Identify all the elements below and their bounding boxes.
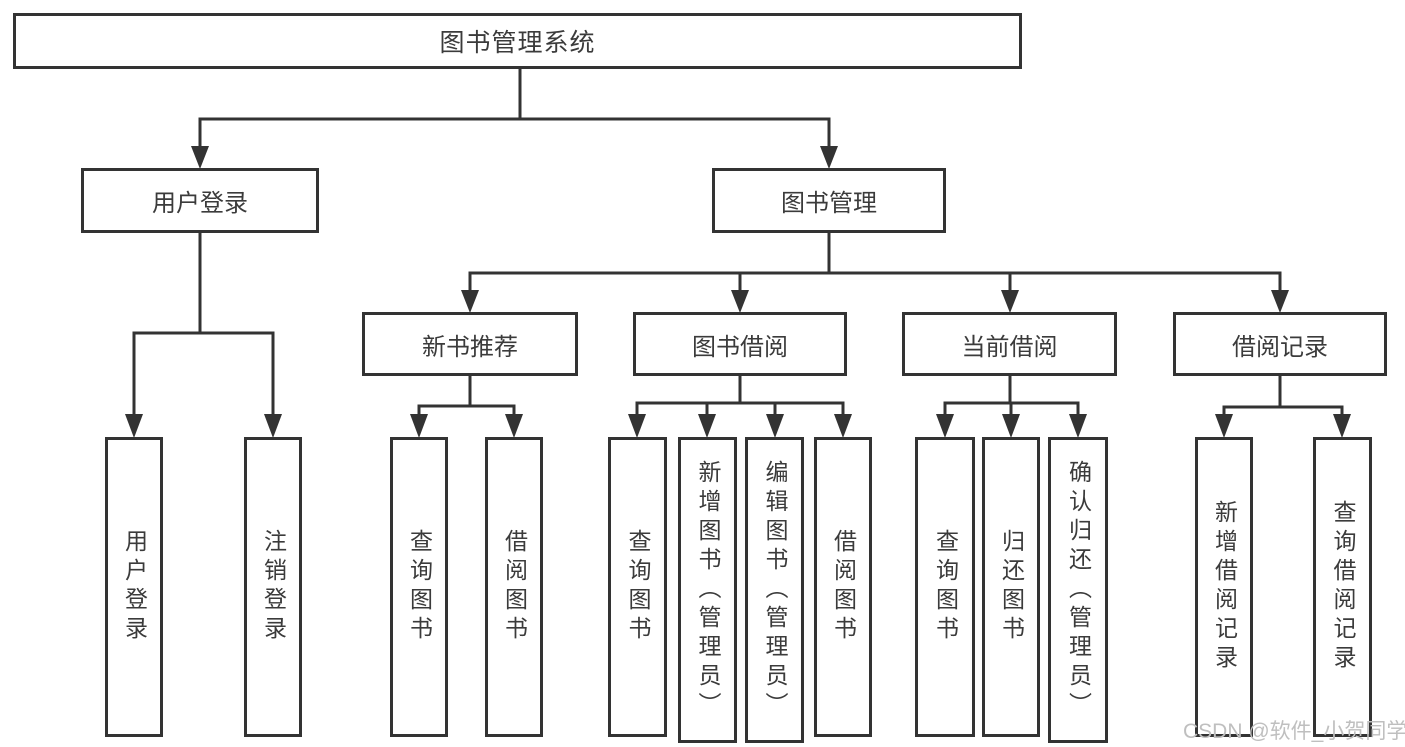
leaf-borrow-borrow: 借阅图书 <box>814 437 872 737</box>
leaf-newbook-query: 查询图书 <box>390 437 448 737</box>
node-label: 图书借阅 <box>692 333 788 361</box>
node-label: 新增借阅记录 <box>1211 500 1238 674</box>
node-label: 查询图书 <box>932 529 959 645</box>
node-label: 借阅记录 <box>1232 333 1328 361</box>
node-label: 借阅图书 <box>830 529 857 645</box>
node-label: 查询图书 <box>625 529 651 645</box>
node-label: 查询图书 <box>406 529 433 645</box>
leaf-borrow-edit-admin: 编辑图书（管理员） <box>745 437 804 743</box>
node-label: 当前借阅 <box>961 333 1058 361</box>
node-label: 编辑图书（管理员） <box>762 459 788 721</box>
node-label: 确认归还（管理员） <box>1065 459 1092 721</box>
leaf-records-query: 查询借阅记录 <box>1313 437 1372 737</box>
node-book-management: 图书管理 <box>712 168 946 233</box>
node-book-borrow: 图书借阅 <box>633 312 847 376</box>
node-label: 查询借阅记录 <box>1330 500 1356 674</box>
leaf-borrow-query: 查询图书 <box>608 437 667 737</box>
node-label: 借阅图书 <box>501 529 528 645</box>
node-root: 图书管理系统 <box>13 13 1022 69</box>
node-user-login: 用户登录 <box>81 168 319 233</box>
leaf-newbook-borrow: 借阅图书 <box>485 437 543 737</box>
node-new-book-recommend: 新书推荐 <box>362 312 578 376</box>
leaf-current-query: 查询图书 <box>915 437 975 737</box>
leaf-user-login: 用户登录 <box>105 437 163 737</box>
node-label: 用户登录 <box>121 529 148 645</box>
node-label: 新书推荐 <box>422 333 518 361</box>
leaf-records-add: 新增借阅记录 <box>1195 437 1253 737</box>
node-label: 新增图书（管理员） <box>695 459 721 721</box>
leaf-current-confirm-admin: 确认归还（管理员） <box>1048 437 1108 743</box>
node-label: 用户登录 <box>152 190 248 217</box>
leaf-borrow-add-admin: 新增图书（管理员） <box>678 437 737 743</box>
node-label: 图书管理系统 <box>439 29 596 57</box>
node-label: 注销登录 <box>260 529 287 645</box>
node-current-borrow: 当前借阅 <box>902 312 1117 376</box>
node-borrow-records: 借阅记录 <box>1173 312 1387 376</box>
node-label: 图书管理 <box>781 190 877 217</box>
node-label: 归还图书 <box>998 529 1025 645</box>
leaf-current-return: 归还图书 <box>982 437 1040 737</box>
watermark: CSDN @软件_小贺同学 <box>1183 720 1405 743</box>
leaf-logout: 注销登录 <box>244 437 302 737</box>
